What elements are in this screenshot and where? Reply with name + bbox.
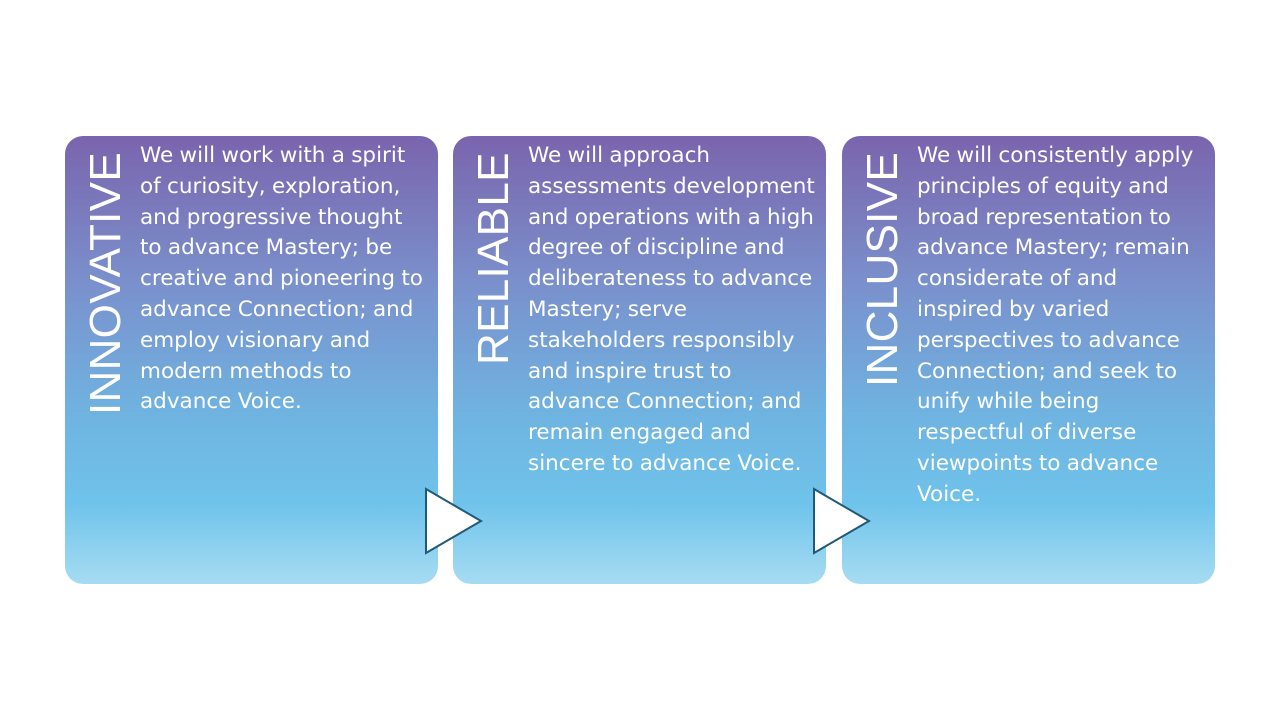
connector-arrow-icon: [813, 487, 871, 555]
value-card-reliable: RELIABLE We will approach assessments de…: [453, 136, 826, 584]
value-card-inclusive: INCLUSIVE We will consistently apply pri…: [842, 136, 1215, 584]
card-title-reliable: RELIABLE: [469, 152, 518, 365]
card-body-inclusive: We will consistently apply principles of…: [917, 143, 1194, 507]
card-body-innovative: We will work with a spirit of curiosity,…: [140, 143, 423, 415]
card-title-inclusive: INCLUSIVE: [858, 152, 907, 387]
card-title-innovative: INNOVATIVE: [81, 152, 130, 415]
card-body-reliable: We will approach assessments development…: [528, 143, 815, 476]
connector-arrow-icon: [425, 487, 483, 555]
value-card-innovative: INNOVATIVE We will work with a spirit of…: [65, 136, 438, 584]
